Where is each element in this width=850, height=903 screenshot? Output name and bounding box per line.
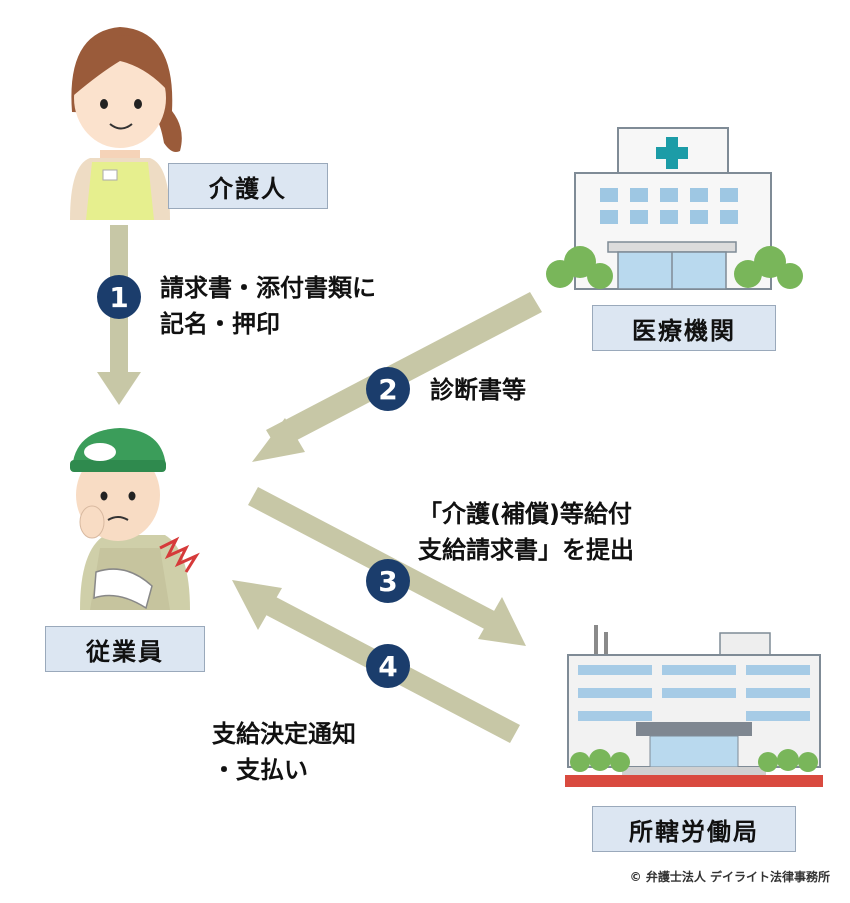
step-4-badge: 4 (366, 644, 410, 688)
arrow-3 (248, 487, 526, 646)
step-4-line-2: ・支払い (212, 756, 308, 784)
hospital-illustration (546, 127, 803, 290)
step-1-text: 請求書・添付書類に 記名・押印 (160, 270, 376, 342)
step-3-text: 「介護(補償)等給付 支給請求書」を提出 (418, 496, 634, 568)
medical-label-text: 医療機関 (632, 316, 736, 345)
step-1-line-2: 記名・押印 (160, 310, 280, 338)
office-label: 所轄労働局 (592, 806, 796, 852)
caregiver-label: 介護人 (168, 163, 328, 209)
step-2-badge: 2 (366, 367, 410, 411)
office-label-text: 所轄労働局 (629, 817, 759, 846)
caregiver-label-text: 介護人 (209, 174, 287, 203)
labour-office-illustration (565, 625, 823, 787)
medical-label: 医療機関 (592, 305, 776, 351)
step-2-text: 診断書等 (430, 372, 526, 408)
step-3-badge: 3 (366, 559, 410, 603)
arrow-2 (252, 292, 542, 462)
step-1-badge: 1 (97, 275, 141, 319)
step-3-line-2: 支給請求書」を提出 (418, 536, 634, 564)
step-4-text: 支給決定通知 ・支払い (212, 716, 356, 788)
copyright-text: © 弁護士法人 デイライト法律事務所 (629, 870, 830, 884)
step-1-line-1: 請求書・添付書類に (160, 274, 376, 302)
employee-label-text: 従業員 (86, 637, 164, 666)
caregiver-illustration (70, 27, 182, 220)
employee-label: 従業員 (45, 626, 205, 672)
step-2-line-1: 診断書等 (430, 376, 526, 404)
step-4-line-1: 支給決定通知 (212, 720, 356, 748)
step-3-line-1: 「介護(補償)等給付 (418, 500, 632, 528)
employee-illustration (70, 428, 200, 610)
